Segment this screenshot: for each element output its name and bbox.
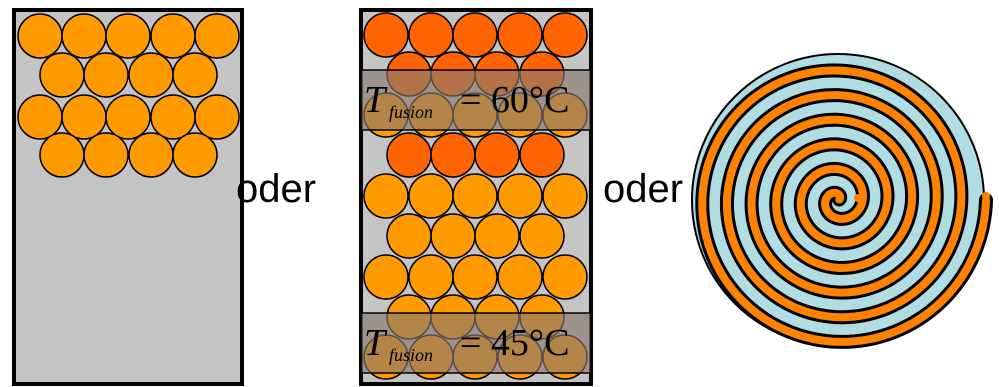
ball	[408, 12, 454, 58]
upper-symbol: T	[364, 79, 388, 121]
ball	[386, 132, 432, 178]
ball	[452, 173, 498, 219]
ball	[542, 173, 588, 219]
ball	[497, 173, 543, 219]
connector-oder-1: oder	[236, 167, 316, 211]
ball	[194, 94, 240, 140]
ball	[105, 13, 151, 59]
lower-subscript: fusion	[389, 345, 433, 365]
left-balls	[17, 13, 240, 178]
ball	[83, 132, 129, 178]
ball	[363, 254, 409, 300]
ball	[39, 132, 85, 178]
ball	[363, 12, 409, 58]
upper-relation: = 60°C	[460, 79, 569, 121]
ball	[61, 94, 107, 140]
ball	[39, 52, 85, 98]
panel-left	[12, 8, 244, 386]
panel-middle: T fusion = 60°C T fusion = 45°C	[359, 8, 593, 386]
band-lower: T fusion = 45°C	[360, 312, 592, 374]
ball	[128, 132, 174, 178]
ball	[128, 52, 174, 98]
spiral-outer-end-dot	[982, 192, 990, 200]
ball	[497, 254, 543, 300]
ball	[172, 52, 218, 98]
ball	[542, 12, 588, 58]
ball	[150, 13, 196, 59]
ball	[386, 213, 432, 259]
ball	[61, 13, 107, 59]
ball	[452, 254, 498, 300]
lower-symbol: T	[364, 322, 388, 364]
ball	[172, 132, 218, 178]
ball	[105, 94, 151, 140]
ball	[83, 52, 129, 98]
ball	[17, 13, 63, 59]
connector-oder-2: oder	[603, 167, 683, 211]
ball	[474, 132, 520, 178]
ball	[430, 132, 476, 178]
ball	[474, 213, 520, 259]
ball	[519, 132, 565, 178]
ball	[497, 12, 543, 58]
ball	[363, 173, 409, 219]
spiral-inner-end-dot	[854, 194, 862, 202]
ball	[150, 94, 196, 140]
upper-subscript: fusion	[389, 102, 433, 122]
spiral-band	[698, 66, 990, 346]
ball	[519, 213, 565, 259]
lower-relation: = 45°C	[460, 322, 569, 364]
ball	[194, 13, 240, 59]
ball	[408, 173, 454, 219]
ball	[452, 12, 498, 58]
panel-spiral	[691, 53, 993, 349]
ball	[430, 213, 476, 259]
ball	[17, 94, 63, 140]
band-upper: T fusion = 60°C	[360, 69, 592, 131]
ball	[542, 254, 588, 300]
ball	[408, 254, 454, 300]
